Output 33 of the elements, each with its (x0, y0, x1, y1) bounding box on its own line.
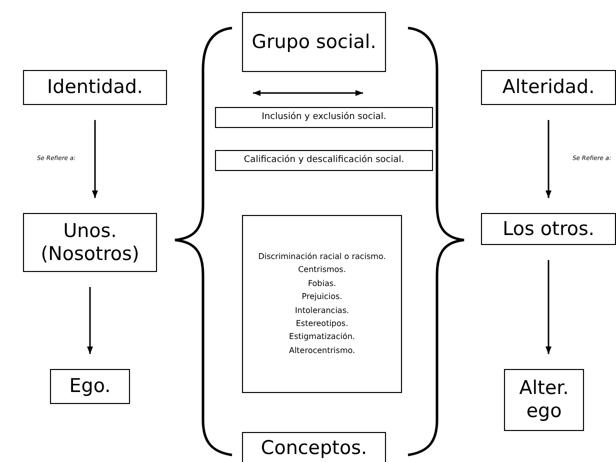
text-box (481, 70, 616, 105)
arrow (546, 260, 552, 354)
node-text: Unos. (Nosotros) (40, 220, 140, 266)
node-text: Estigmatización. (289, 333, 355, 342)
text-box (504, 369, 584, 431)
arrow (92, 120, 98, 198)
node-text: Conceptos. (260, 436, 368, 460)
text-box (23, 213, 157, 272)
text-box (215, 150, 433, 171)
node-text: Alter. ego (518, 377, 570, 423)
text-box (242, 12, 386, 72)
node-text: Ego. (69, 375, 111, 398)
node-text: Centrismos. (298, 266, 346, 275)
node-text: Estereotipos. (296, 320, 348, 328)
node-text: Fobias. (308, 280, 336, 288)
node-text: Inclusión y exclusión social. (262, 112, 386, 123)
node-text: Alterocentrismo. (288, 346, 356, 356)
node-text: Alteridad. (502, 76, 595, 99)
text-box (215, 107, 433, 128)
text-box (23, 70, 167, 105)
node-text: Discriminación racial o racismo. (258, 252, 386, 262)
text-box (481, 213, 616, 245)
node-text: Los otros. (502, 218, 594, 240)
text-box (242, 215, 402, 393)
node-text: Prejuicios. (302, 293, 342, 302)
arrow (87, 287, 93, 354)
node-text: Calificación y descalificación social. (244, 155, 404, 166)
node-text: Intolerancias. (294, 306, 350, 315)
text-box (50, 369, 130, 404)
node-text: Identidad. (47, 76, 143, 99)
node-text: Grupo social. (252, 30, 376, 54)
arrow (546, 120, 552, 198)
text-box (242, 432, 386, 462)
